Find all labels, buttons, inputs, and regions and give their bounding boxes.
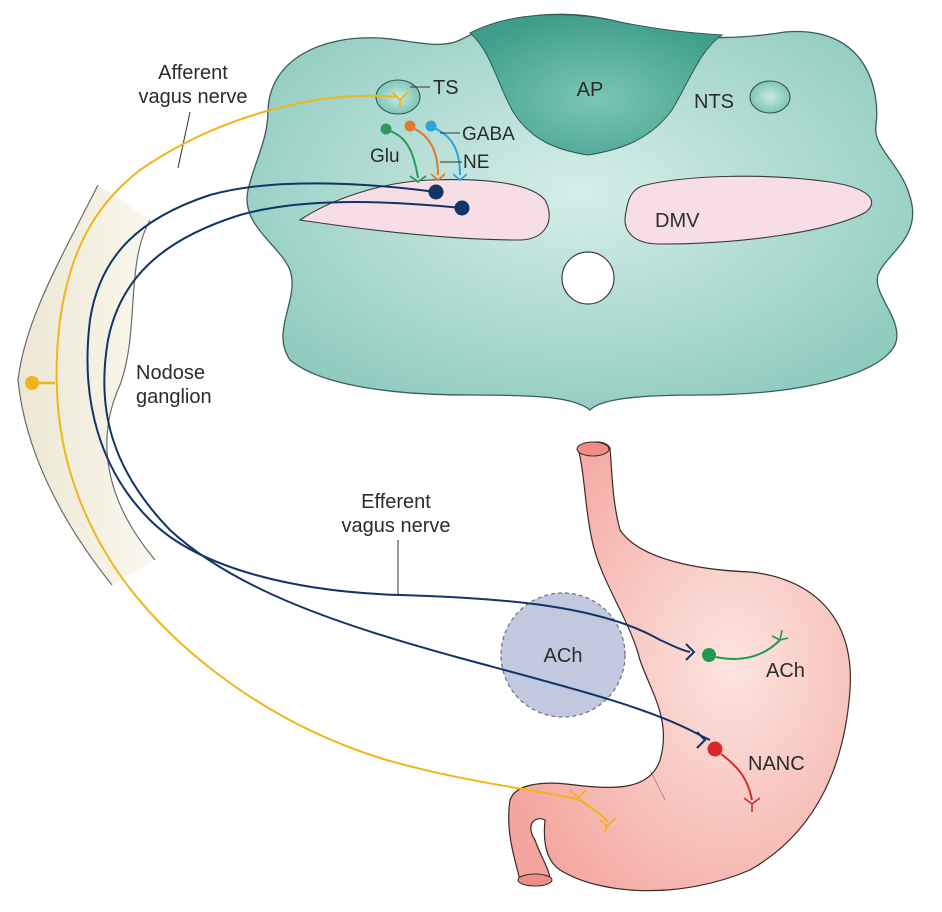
afferent-stomach-terminal-a <box>569 789 587 800</box>
ne-terminal <box>430 173 446 182</box>
afferent-label-line2: vagus nerve <box>139 86 248 108</box>
nanc-ganglion-terminal <box>743 797 761 812</box>
nodose-label-line1: Nodose <box>136 362 205 384</box>
ach-ganglion-terminal <box>771 629 789 642</box>
nodose-label-line2: ganglion <box>136 386 212 408</box>
nts-nucleus <box>749 80 791 114</box>
stomach-fold <box>649 769 666 801</box>
nodose-soma <box>25 376 39 390</box>
ach-release-circle <box>500 592 626 718</box>
gaba-terminal <box>452 173 468 182</box>
gaba-soma <box>425 120 437 132</box>
dmv-label: DMV <box>655 210 700 232</box>
ach-circle-label: ACh <box>544 645 583 667</box>
ap-label: AP <box>577 79 604 101</box>
ach-ganglion-neuron <box>702 648 716 662</box>
dmv-neuron-upper <box>428 184 444 200</box>
efferent-fiber-lower <box>103 201 711 741</box>
efferent-terminal-upper <box>685 643 696 661</box>
afferent-leader-line <box>177 111 191 169</box>
glu-soma <box>380 123 392 135</box>
ne-label: NE <box>463 152 489 173</box>
nanc-ganglion-neuron <box>707 741 723 757</box>
duodenum-opening <box>517 873 553 887</box>
afferent-label-line1: Afferent <box>158 62 228 84</box>
dmv-neuron-lower <box>454 200 470 216</box>
efferent-label-line1: Efferent <box>361 491 431 513</box>
ne-soma <box>404 120 416 132</box>
gaba-neuron <box>430 126 461 176</box>
efferent-fiber-upper <box>86 182 691 653</box>
stomach <box>508 441 851 892</box>
central-canal <box>561 251 615 305</box>
glu-neuron <box>385 129 419 179</box>
nanc-label: NANC <box>748 753 805 775</box>
glu-label: Glu <box>370 146 400 167</box>
area-postrema <box>469 14 724 156</box>
dmv-right <box>624 175 873 245</box>
efferent-label-line2: vagus nerve <box>342 515 451 537</box>
nts-label: NTS <box>694 91 734 113</box>
nodose-ganglion-shape <box>18 185 155 585</box>
nodose-ganglion-outline-inner <box>106 219 156 561</box>
esophagus-opening <box>576 441 610 457</box>
ach-stomach-label: ACh <box>766 660 805 682</box>
brainstem-section <box>246 13 914 411</box>
efferent-terminal-lower <box>696 731 707 749</box>
afferent-vagus-fiber <box>55 94 609 823</box>
ts-label: TS <box>433 77 459 99</box>
ne-neuron <box>409 126 439 176</box>
glu-terminal <box>409 175 427 184</box>
afferent-central-terminal <box>391 91 409 108</box>
nanc-ganglion-axon <box>720 753 753 801</box>
nodose-ganglion-outline-outer <box>17 184 113 586</box>
gaba-label: GABA <box>462 124 515 145</box>
ach-ganglion-axon <box>715 639 781 660</box>
afferent-stomach-terminal-b <box>599 817 617 833</box>
